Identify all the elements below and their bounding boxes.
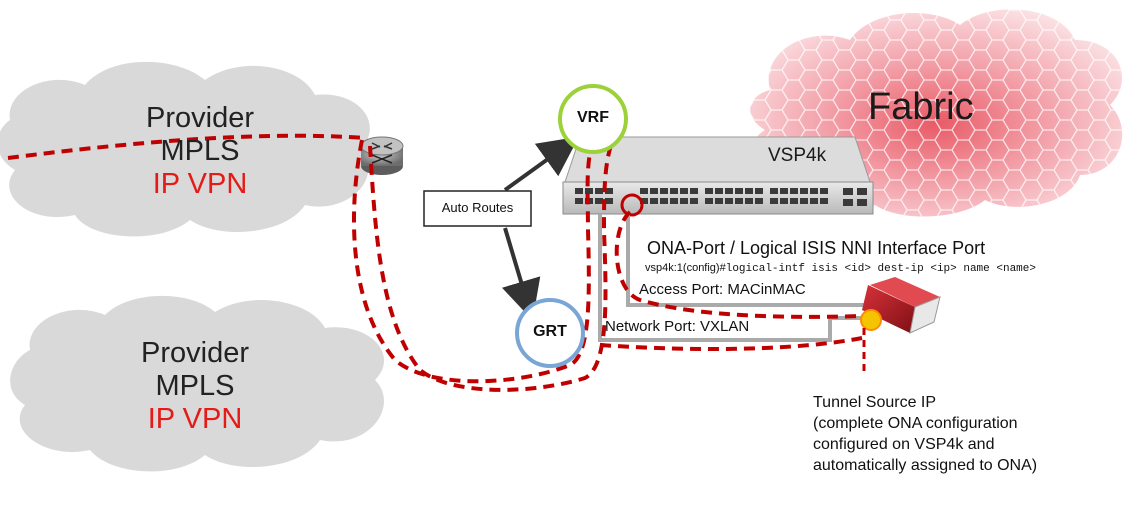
ona-port-title: ONA-Port / Logical ISIS NNI Interface Po… [647, 238, 986, 258]
provider-cloud-bottom [10, 295, 385, 472]
cloud-top-line3: IP VPN [152, 168, 248, 200]
tunnel-source-dot [860, 309, 882, 331]
cloud-top-label: Provider MPLS IP VPN [120, 102, 280, 201]
tunnel-source-note: Tunnel Source IP (complete ONA configura… [813, 392, 1037, 476]
tunnel-line4: automatically assigned to ONA) [813, 457, 1038, 474]
ona-port-marker [620, 193, 644, 217]
vrf-label: VRF [577, 109, 609, 126]
fabric-label: Fabric [868, 86, 974, 128]
cloud-bottom-label: Provider MPLS IP VPN [115, 337, 275, 436]
cli-command-text: logical-intf isis <id> dest-ip <ip> name… [725, 263, 1036, 275]
cli-prefix: vsp4k:1(config)# [645, 262, 726, 274]
arrow-to-grt [501, 227, 541, 321]
network-port-label: Network Port: VXLAN [605, 318, 750, 335]
arrow-to-vrf [503, 136, 579, 192]
cloud-top-line2: MPLS [160, 135, 240, 167]
cloud-bottom-line1: Provider [141, 337, 249, 369]
grt-label: GRT [533, 323, 567, 340]
switch-ports [575, 188, 867, 206]
vsp4k-switch [562, 136, 874, 215]
auto-routes-label: Auto Routes [441, 200, 514, 215]
cloud-bottom-line3: IP VPN [147, 403, 243, 435]
tunnel-line1: Tunnel Source IP [813, 394, 937, 411]
cloud-top-line1: Provider [146, 102, 254, 134]
grey-links [598, 214, 868, 342]
access-port-label: Access Port: MACinMAC [639, 281, 806, 298]
grt-circle [515, 298, 585, 368]
ona-device [860, 277, 941, 334]
cli-command: vsp4k:1(config)#logical-intf isis <id> d… [645, 262, 1036, 275]
tunnel-line3: configured on VSP4k and [813, 436, 995, 453]
provider-cloud-top [0, 61, 370, 237]
service-path [7, 133, 863, 392]
tunnel-line2: (complete ONA configuration [813, 415, 1018, 432]
cloud-bottom-line2: MPLS [155, 370, 235, 402]
vrf-circle [558, 84, 628, 154]
auto-routes-box [423, 190, 532, 227]
switch-label: VSP4k [768, 145, 827, 166]
router-icon [360, 136, 404, 175]
